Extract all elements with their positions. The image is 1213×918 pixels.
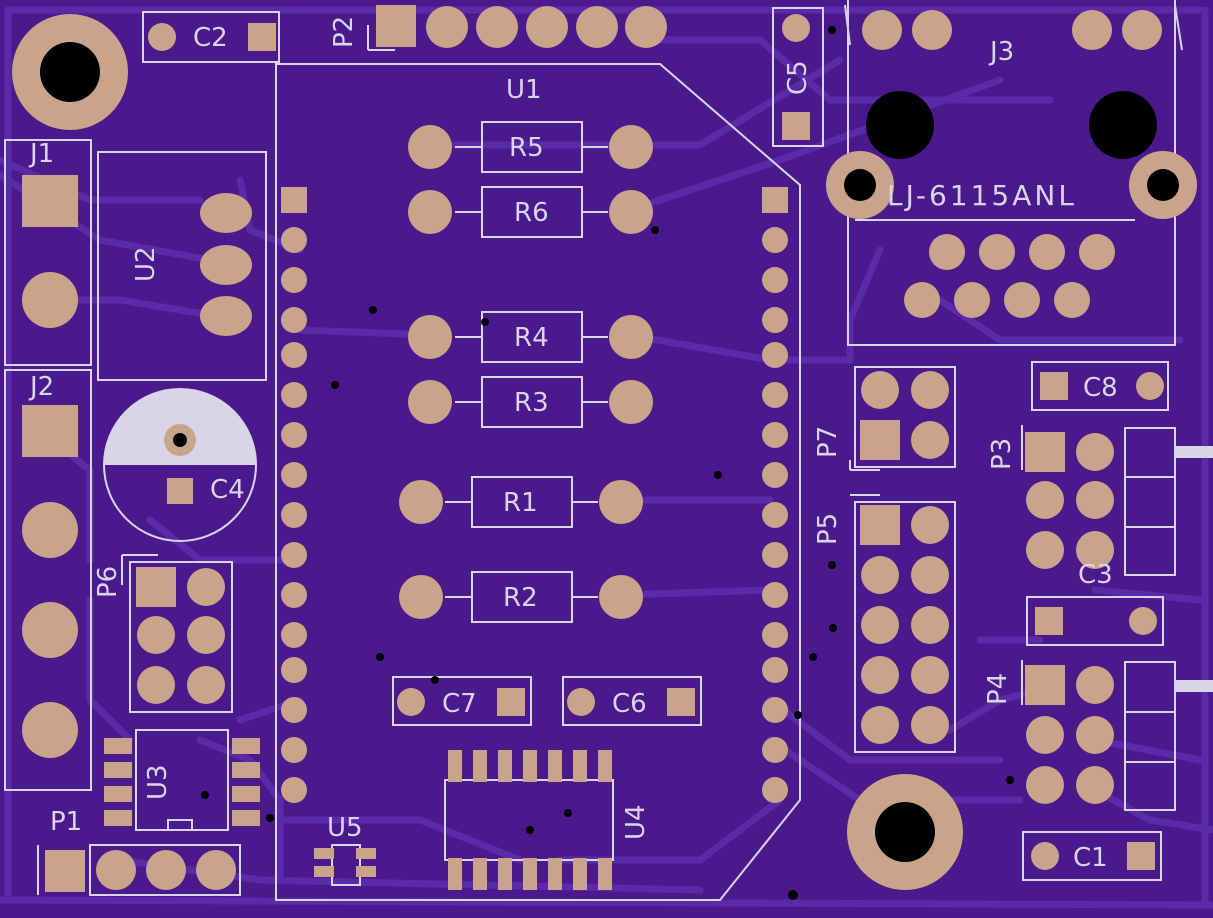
pads xyxy=(22,5,1197,892)
header-pin-legs xyxy=(1175,446,1213,692)
silkscreen-labels: C2 P2 C5 J3 LJ-6115ANL U1 J1 U2 R5 R6 R4… xyxy=(28,16,1118,873)
label-c2: C2 xyxy=(193,23,228,53)
label-c7: C7 xyxy=(442,689,477,719)
label-j1: J1 xyxy=(28,139,54,169)
label-c8: C8 xyxy=(1083,373,1118,403)
label-u2: U2 xyxy=(131,246,161,282)
label-c4: C4 xyxy=(210,475,245,505)
label-p2: P2 xyxy=(329,16,359,48)
label-r1: R1 xyxy=(503,488,538,518)
label-j3: J3 xyxy=(988,37,1014,67)
label-j3-part: LJ-6115ANL xyxy=(887,179,1077,212)
label-c3: C3 xyxy=(1078,560,1113,590)
label-u3: U3 xyxy=(143,764,173,800)
label-u1: U1 xyxy=(506,75,542,105)
label-u5: U5 xyxy=(327,813,363,843)
mounting-holes xyxy=(12,14,963,890)
label-p6: P6 xyxy=(93,566,123,598)
label-c6: C6 xyxy=(612,689,647,719)
label-p3: P3 xyxy=(987,438,1017,470)
label-j2: J2 xyxy=(28,372,54,402)
label-r2: R2 xyxy=(503,583,538,613)
label-p7: P7 xyxy=(813,426,843,458)
label-c1: C1 xyxy=(1073,843,1108,873)
label-c5: C5 xyxy=(783,60,813,95)
label-r6: R6 xyxy=(514,198,549,228)
drill-holes xyxy=(173,26,1179,900)
label-r3: R3 xyxy=(514,388,549,418)
label-r5: R5 xyxy=(509,133,544,163)
label-p4: P4 xyxy=(983,673,1013,705)
label-r4: R4 xyxy=(514,323,549,353)
label-u4: U4 xyxy=(621,804,651,840)
label-p5: P5 xyxy=(813,513,843,545)
label-p1: P1 xyxy=(50,807,82,837)
